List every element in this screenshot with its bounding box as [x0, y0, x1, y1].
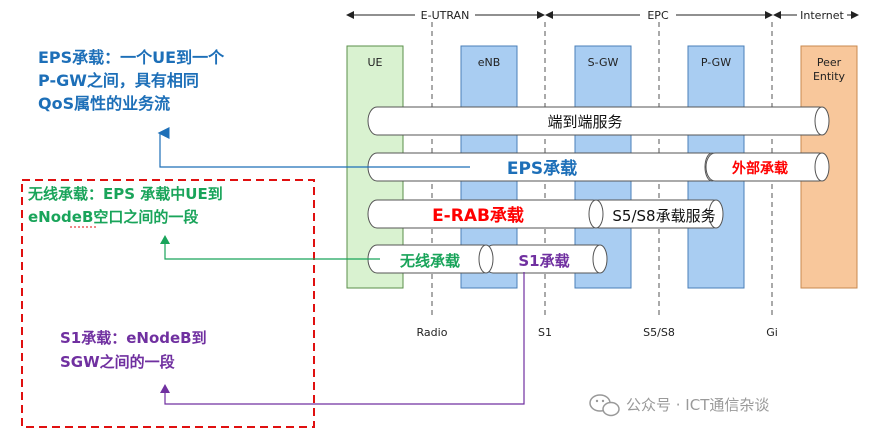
bearer-tubes: 端到端服务 EPS承载 外部承载 S5/S8承载服务 E-RAB承载 [367, 106, 830, 274]
external-bearer-label: 外部承载 [732, 160, 788, 177]
s1-note-line2: SGW之间的一段 [60, 353, 175, 371]
radio-note-line2: eNodeB空口之间的一段 [28, 208, 198, 226]
s1-bearer-label: S1承载 [518, 252, 569, 270]
erab-bearer-label: E-RAB承载 [432, 205, 524, 226]
peer-label-line1: Peer [817, 56, 842, 69]
radio-note-line1: 无线承载：EPS 承载中UE到 [27, 185, 223, 203]
enb-label: eNB [478, 56, 501, 69]
eps-note: EPS承载：一个UE到一个 P-GW之间，具有相同 QoS属性的业务流 [38, 48, 225, 113]
ue-label: UE [367, 56, 382, 69]
eps-note-line3: QoS属性的业务流 [38, 94, 170, 113]
eps-bearer-tube: EPS承载 [367, 152, 720, 182]
internet-label: Internet [800, 9, 844, 22]
radio-bearer-label: 无线承载 [399, 252, 460, 270]
radio-callout-line [164, 243, 380, 260]
radio-interface-label: Radio [417, 326, 448, 339]
erab-bearer-tube: E-RAB承载 [367, 199, 604, 229]
peer-label-line2: Entity [813, 70, 846, 83]
s1-callout-arrowhead [160, 384, 170, 393]
s1-bearer-note: S1承载：eNodeB到 SGW之间的一段 [60, 329, 207, 371]
eps-callout-arrow [157, 127, 470, 168]
s1-interface-label: S1 [538, 326, 552, 339]
s1-bearer-tube: S1承载 [483, 244, 608, 274]
radio-callout-arrowhead [160, 235, 170, 244]
e-utran-label: E-UTRAN [421, 9, 470, 22]
highlight-dashed-box [21, 179, 315, 428]
eps-note-line1: EPS承载：一个UE到一个 [38, 48, 225, 67]
end-to-end-service-label: 端到端服务 [547, 113, 622, 131]
s1-note-line1: S1承载：eNodeB到 [60, 329, 207, 347]
radio-bearer-note: 无线承载：EPS 承载中UE到 eNodeB空口之间的一段 [27, 185, 223, 226]
watermark: 公众号 · ICT通信杂谈 [589, 394, 769, 417]
sgw-label: S-GW [588, 56, 619, 69]
eps-bearer-label: EPS承载 [507, 158, 577, 179]
s5s8-bearer-tube: S5/S8承载服务 [589, 199, 724, 229]
interface-labels: Radio S1 S5/S8 Gi [417, 326, 778, 339]
wechat-icon [589, 394, 620, 417]
radio-bearer-tube: 无线承载 [367, 244, 494, 274]
domain-header: E-UTRAN EPC Internet [346, 7, 859, 23]
gi-interface-label: Gi [766, 326, 778, 339]
s5s8-bearer-label: S5/S8承载服务 [612, 207, 715, 225]
watermark-text: 公众号 · ICT通信杂谈 [626, 396, 769, 414]
pgw-label: P-GW [701, 56, 731, 69]
epc-label: EPC [647, 9, 669, 22]
eps-note-line2: P-GW之间，具有相同 [38, 71, 199, 90]
end-to-end-service-tube: 端到端服务 [367, 106, 830, 136]
s1-callout-line [164, 272, 525, 405]
s5s8-interface-label: S5/S8 [643, 326, 675, 339]
external-bearer-tube: 外部承载 [705, 152, 830, 182]
